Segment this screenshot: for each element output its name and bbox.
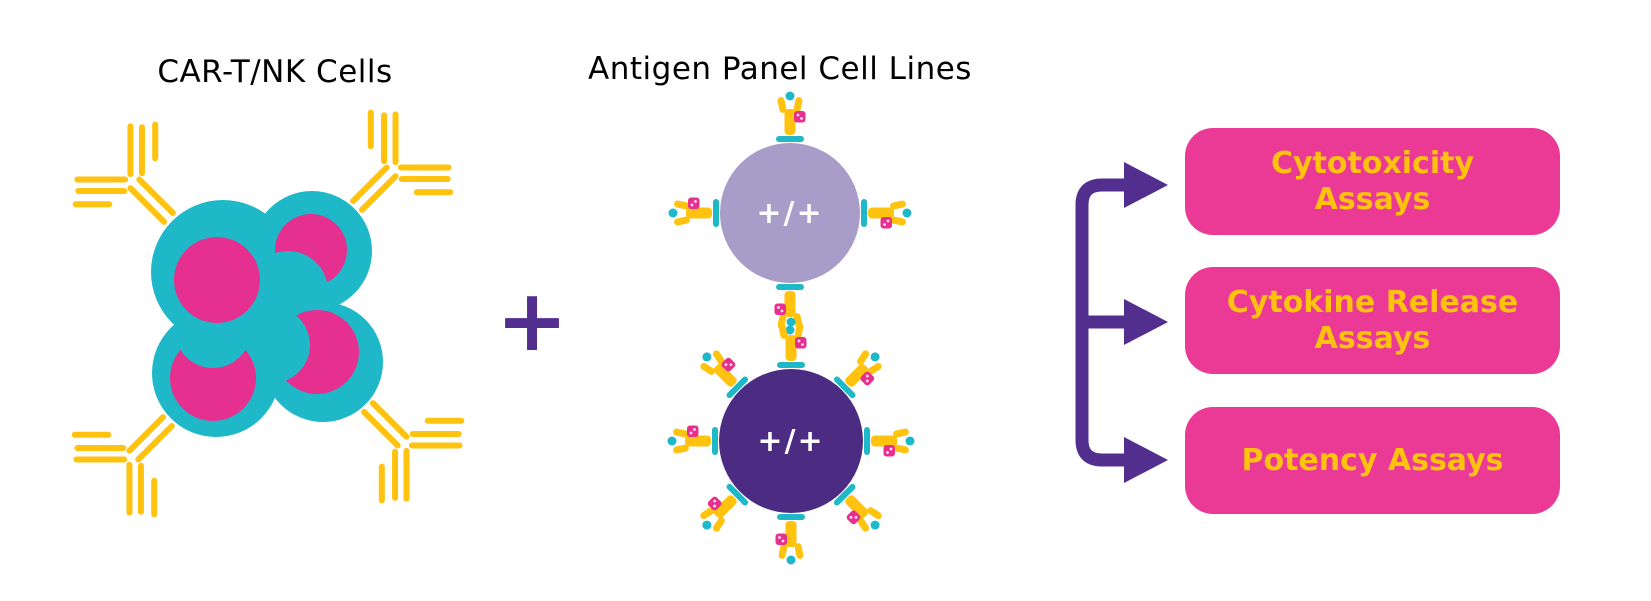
assay-box-label: Cytokine Release Assays [1226, 284, 1519, 356]
branching-arrow-icon [1075, 162, 1168, 483]
genotype-label-light: +/+ [756, 195, 824, 231]
assay-box-cytotoxicity: Cytotoxicity Assays [1185, 128, 1560, 235]
antigen-panel-graphic [667, 91, 915, 565]
antigen-panel-title: Antigen Panel Cell Lines [588, 51, 972, 87]
arrowhead-icon [1124, 299, 1168, 345]
car-t-nk-cell-graphic [70, 100, 470, 570]
antigen-cell-light [720, 143, 860, 283]
assay-box-label: Potency Assays [1241, 442, 1504, 478]
plus-operator-icon: + [495, 271, 569, 371]
assay-box-cytokine-release: Cytokine Release Assays [1185, 267, 1560, 374]
arrowhead-icon [1124, 437, 1168, 483]
assay-box-potency: Potency Assays [1185, 407, 1560, 514]
cell-cluster-icon [151, 191, 383, 437]
assay-box-label: Cytotoxicity Assays [1270, 145, 1475, 217]
antigen-cell-dark [719, 369, 863, 513]
arrowhead-icon [1124, 162, 1168, 208]
car-t-nk-cells-title: CAR-T/NK Cells [157, 54, 393, 90]
genotype-label-dark: +/+ [757, 423, 825, 459]
